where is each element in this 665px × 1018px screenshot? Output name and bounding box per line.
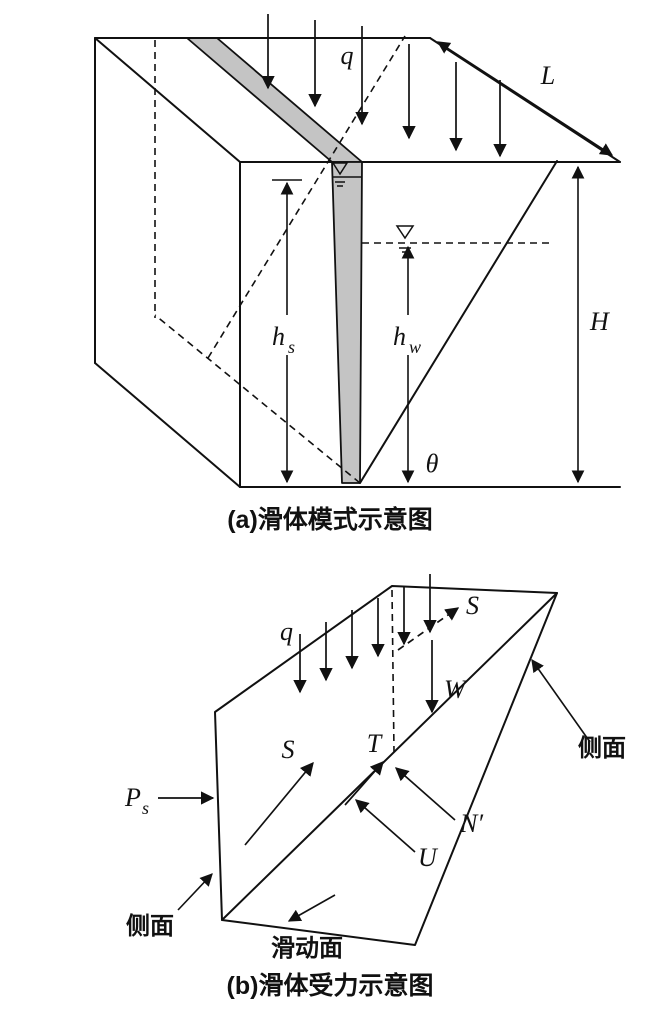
- figure-a: q L H h s h w θ (a)滑体模式示意图: [94, 14, 621, 534]
- label-hs: h: [272, 322, 285, 351]
- water-table-icon: [331, 162, 349, 176]
- label-hw-sub: w: [409, 337, 421, 357]
- label-side-face-left: 侧面: [126, 912, 174, 940]
- crest-edge: [429, 37, 621, 163]
- side-shear-far-arrow: [397, 607, 460, 651]
- hidden-toe-receding-edge: [154, 314, 361, 484]
- shear-force-arrow: [344, 760, 384, 806]
- label-q: q: [280, 617, 293, 646]
- label-theta: θ: [426, 449, 439, 478]
- label-U: U: [418, 843, 439, 872]
- side-face-right-leader: [531, 658, 591, 743]
- tension-crack-water-column: [331, 161, 363, 484]
- side-face-left-leader: [177, 873, 213, 911]
- normal-force-arrow: [394, 767, 456, 821]
- label-Ps-sub: s: [142, 798, 149, 818]
- slip-plane-front-edge: [221, 592, 558, 921]
- uplift-arrow: [354, 799, 416, 853]
- caption-b: (b)滑体受力示意图: [227, 971, 434, 1000]
- figure-b: q S S W T N′ U P s 侧面 侧面 滑动面 (b)滑体受力示意图: [124, 574, 626, 1000]
- wedge-outline: [214, 585, 558, 946]
- label-S-near: S: [282, 735, 295, 764]
- label-W: W: [444, 675, 468, 704]
- label-Ps: P: [124, 783, 141, 812]
- label-side-face-right: 侧面: [578, 734, 626, 762]
- label-L: L: [540, 61, 555, 90]
- label-sliding-surface: 滑动面: [271, 935, 343, 962]
- label-N-prime: N′: [459, 809, 483, 838]
- water-table-ticks: [399, 247, 411, 253]
- hidden-slip-back-edge: [207, 35, 406, 359]
- block-top-left-receding-edge: [94, 37, 241, 163]
- label-hs-sub: s: [288, 337, 295, 357]
- side-shear-near-arrow: [244, 761, 314, 846]
- hidden-back-edge: [391, 589, 395, 753]
- label-S-far: S: [466, 591, 479, 620]
- block-bottom-left-edge: [94, 362, 241, 488]
- crest-edge-L-dimension: [436, 41, 614, 156]
- slip-surface-edge: [359, 160, 558, 484]
- label-q: q: [341, 41, 354, 70]
- label-T: T: [367, 729, 383, 758]
- water-table-ticks: [335, 181, 345, 187]
- label-hw: h: [393, 322, 406, 351]
- tension-crack-top-band: [186, 37, 363, 163]
- caption-a: (a)滑体模式示意图: [227, 505, 433, 534]
- sliding-surface-leader: [287, 894, 336, 922]
- label-H: H: [589, 307, 610, 336]
- water-table-icon: [395, 225, 415, 240]
